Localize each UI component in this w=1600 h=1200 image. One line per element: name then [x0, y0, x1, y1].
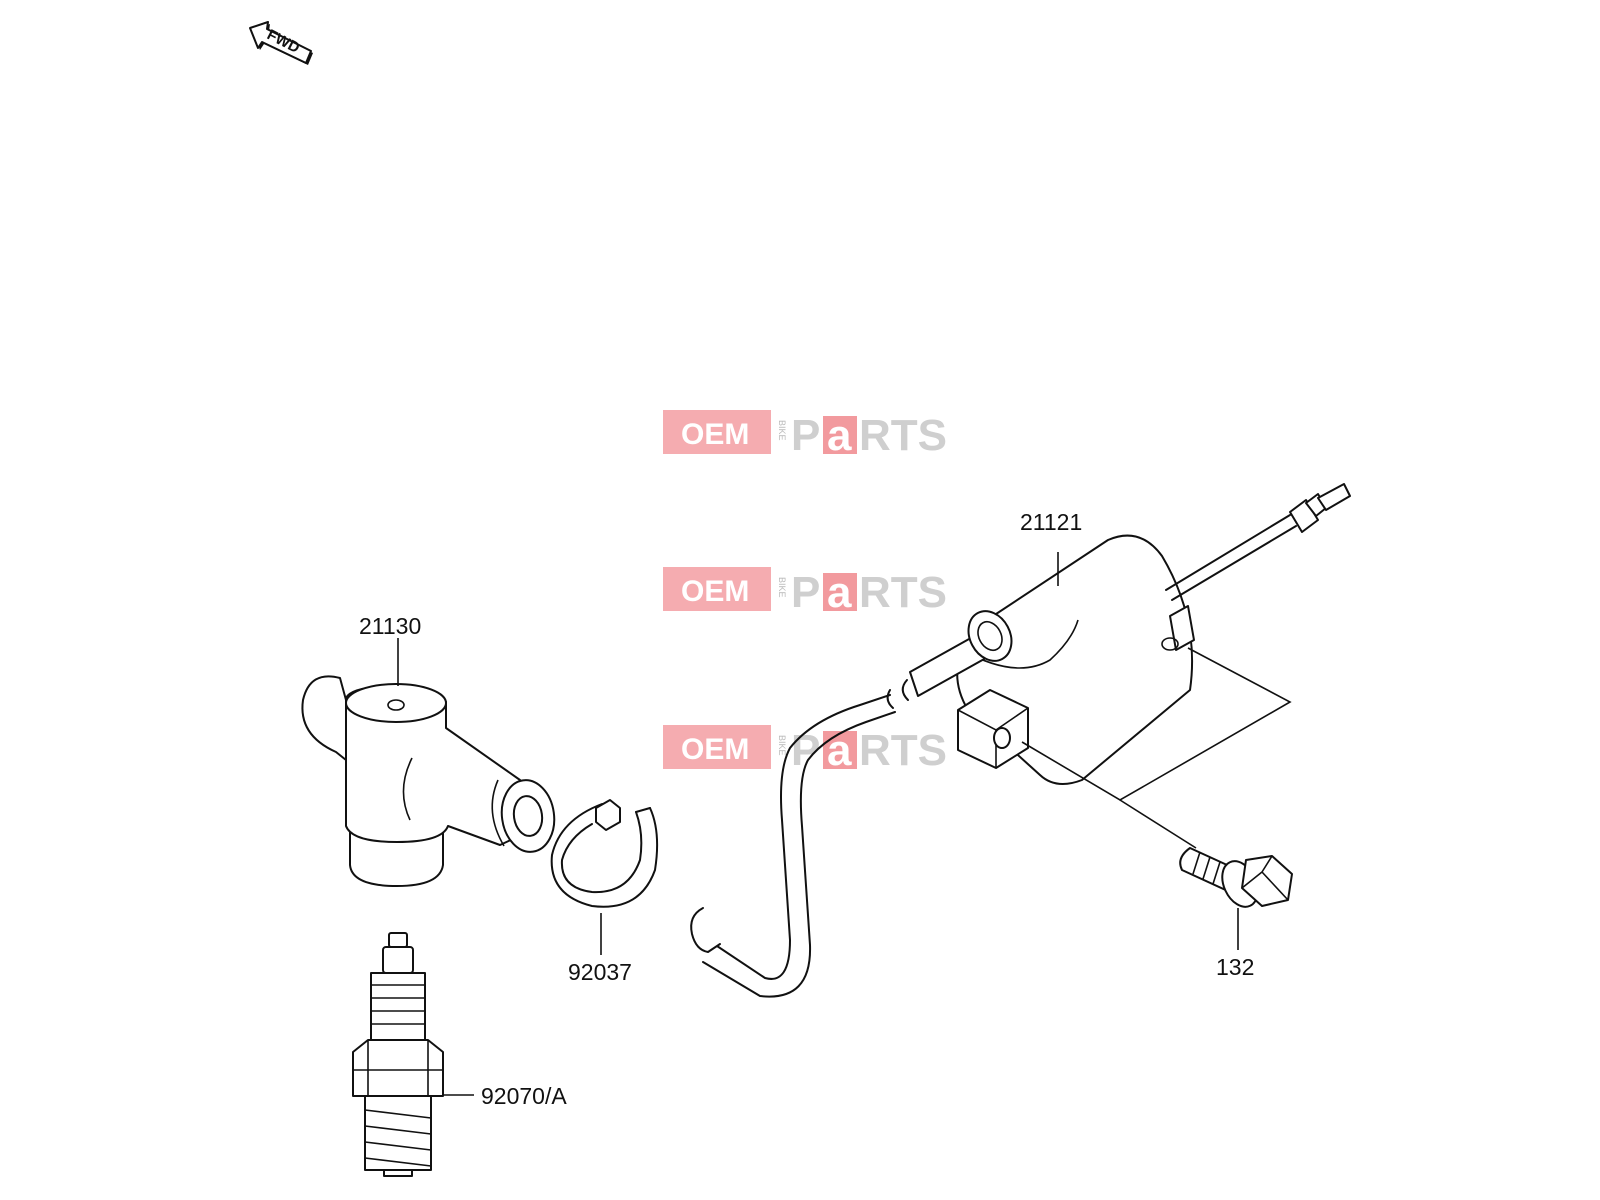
watermark-row-2: OEM BIKE P a RTS — [663, 567, 947, 617]
watermark-bike: BIKE — [777, 577, 787, 598]
part-label-92070A[interactable]: 92070/A — [481, 1083, 567, 1109]
spark-plug-cap-icon[interactable] — [301, 675, 558, 887]
flange-bolt-icon[interactable] — [1119, 799, 1293, 913]
watermark-bike: BIKE — [777, 735, 787, 756]
ignition-coil-icon[interactable] — [690, 483, 1351, 998]
forward-arrow-icon — [249, 21, 313, 65]
watermark-bike: BIKE — [777, 420, 787, 441]
part-label-132[interactable]: 132 — [1216, 954, 1254, 980]
watermark-oem: OEM — [681, 575, 749, 608]
part-label-92037[interactable]: 92037 — [568, 959, 632, 985]
watermark-rts: RTS — [859, 726, 947, 775]
watermark-a: a — [827, 411, 852, 460]
watermark-a: a — [827, 568, 852, 617]
spark-plug-icon[interactable] — [352, 932, 444, 1177]
watermark-rts: RTS — [859, 568, 947, 617]
watermark-rts: RTS — [859, 411, 947, 460]
watermark-oem: OEM — [681, 733, 749, 766]
watermark-oem: OEM — [681, 418, 749, 451]
fwd-badge: FWD — [249, 21, 313, 65]
band-clamp-icon[interactable] — [550, 799, 659, 908]
watermark-p: P — [791, 568, 820, 617]
watermark-row-1: OEM BIKE P a RTS — [663, 410, 947, 460]
watermark-p: P — [791, 411, 820, 460]
part-label-21130[interactable]: 21130 — [359, 613, 421, 639]
part-label-21121[interactable]: 21121 — [1020, 509, 1082, 535]
